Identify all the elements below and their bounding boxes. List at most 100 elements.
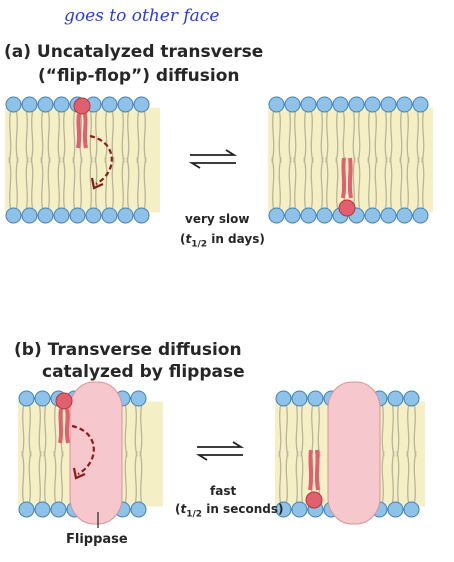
- lipid-headgroup: [348, 96, 365, 113]
- lipid-tail: [384, 157, 388, 209]
- panel-b-equilibrium-arrows-icon: [195, 441, 245, 461]
- lipid-tail: [60, 451, 64, 503]
- lipid-tail: [381, 451, 385, 503]
- lipid-tail: [278, 451, 282, 503]
- panel-b-movement-arrow-icon: [71, 424, 95, 480]
- lipid-headgroup: [364, 207, 381, 224]
- lipid-tail: [374, 157, 378, 209]
- panel-a-flipping-lipid: [73, 97, 91, 149]
- lipid-tail: [413, 405, 417, 457]
- lipid-tail: [62, 157, 66, 209]
- lipid-headgroup: [21, 96, 38, 113]
- flippase-label: Flippase: [66, 532, 128, 547]
- lipid-tail: [278, 405, 282, 457]
- panel-a-title-line1: (a) Uncatalyzed transverse: [4, 42, 264, 62]
- lipid-tail: [21, 405, 25, 457]
- lipid-tail: [57, 111, 61, 163]
- lipid-tail: [391, 451, 395, 503]
- lipid-tail: [121, 157, 125, 209]
- lipid-tail: [15, 157, 19, 209]
- lipid-tail: [72, 111, 76, 163]
- lipid-headgroup: [284, 96, 301, 113]
- lipid-tail: [406, 405, 410, 457]
- lipid-tail: [293, 111, 297, 163]
- lipid-tail: [139, 451, 143, 503]
- lipid-tail: [53, 405, 57, 457]
- lipid-headgroup: [37, 207, 54, 224]
- panel-b-rate-sub: 1/2: [186, 509, 203, 520]
- lipid-tail: [124, 451, 128, 503]
- lipid-headgroup: [117, 96, 134, 113]
- lipid-tail: [104, 111, 108, 163]
- lipid-tail: [278, 157, 282, 209]
- lipid-tail: [335, 157, 339, 209]
- lipid-tail: [406, 157, 410, 209]
- lipid-tail: [94, 111, 98, 163]
- lipid-tail: [310, 157, 314, 209]
- lipid-headgroup: [332, 96, 349, 113]
- panel-b-rate-halflife: (t1/2 in seconds): [175, 502, 284, 520]
- panel-b-right-flippase: [327, 381, 381, 525]
- handwritten-annotation: goes to other face: [64, 6, 220, 26]
- lipid-headgroup: [133, 96, 150, 113]
- panel-a-flipped-lipid: [338, 157, 356, 217]
- lipid-tail: [121, 111, 125, 163]
- lipid-headgroup: [101, 96, 118, 113]
- lipid-headgroup: [387, 501, 404, 518]
- lipid-tail: [94, 157, 98, 209]
- lipid-tail: [295, 451, 299, 503]
- lipid-tail: [62, 111, 66, 163]
- lipid-tail: [391, 405, 395, 457]
- lipid-headgroup: [130, 501, 147, 518]
- lipid-tail: [8, 157, 12, 209]
- lipid-tail: [8, 111, 12, 163]
- lipid-tail: [384, 111, 388, 163]
- lipid-headgroup: [117, 207, 134, 224]
- panel-a-rate-sub: 1/2: [191, 239, 208, 250]
- lipid-headgroup: [5, 207, 22, 224]
- lipid-tail: [72, 157, 76, 209]
- lipid-tail: [325, 111, 329, 163]
- lipid-tail: [89, 157, 93, 209]
- lipid-headgroup: [387, 390, 404, 407]
- lipid-tail: [303, 111, 307, 163]
- lipid-headgroup: [18, 501, 35, 518]
- lipid-tail: [357, 157, 361, 209]
- lipid-headgroup: [291, 390, 308, 407]
- panel-a-left-membrane: [5, 96, 160, 224]
- lipid-tail: [21, 451, 25, 503]
- lipid-tail: [271, 111, 275, 163]
- lipid-tail: [38, 451, 42, 503]
- panel-b-rate-label: fast: [210, 484, 237, 498]
- lipid-tail: [293, 157, 297, 209]
- lipid-headgroup: [37, 96, 54, 113]
- lipid-tail: [136, 157, 140, 209]
- lipid-tail: [374, 111, 378, 163]
- lipid-tail: [421, 111, 425, 163]
- lipid-tail: [381, 405, 385, 457]
- lipid-tail: [416, 157, 420, 209]
- lipid-headgroup: [300, 207, 317, 224]
- lipid-headgroup: [412, 207, 429, 224]
- lipid-headgroup: [21, 207, 38, 224]
- panel-b-title-line2: catalyzed by flippase: [42, 362, 245, 382]
- lipid-tail: [320, 157, 324, 209]
- lipid-headgroup: [275, 501, 292, 518]
- lipid-tail: [53, 451, 57, 503]
- lipid-headgroup: [300, 96, 317, 113]
- lipid-headgroup: [364, 96, 381, 113]
- lipid-tail: [38, 405, 42, 457]
- lipid-tail: [399, 157, 403, 209]
- lipid-tail: [47, 157, 51, 209]
- lipid-tail: [396, 405, 400, 457]
- lipid-headgroup: [5, 96, 22, 113]
- lipid-tail: [367, 157, 371, 209]
- lipid-tail: [40, 111, 44, 163]
- panel-a-right-membrane: [268, 96, 433, 224]
- lipid-tail: [143, 111, 147, 163]
- lipid-tail: [30, 157, 34, 209]
- lipid-headgroup: [284, 207, 301, 224]
- lipid-tail: [285, 405, 289, 457]
- lipid-headgroup: [34, 390, 51, 407]
- lipid-tail: [111, 111, 115, 163]
